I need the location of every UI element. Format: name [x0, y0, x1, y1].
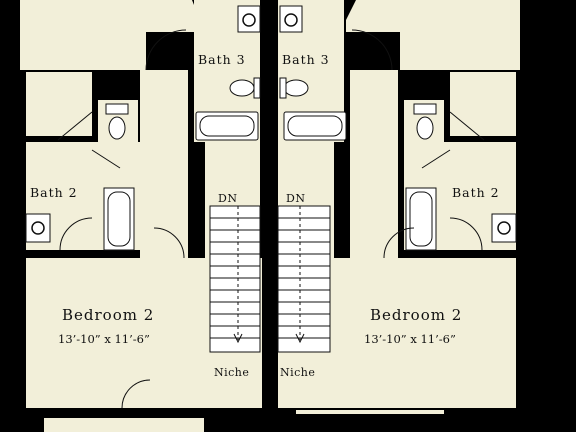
sink-bath2-right [491, 213, 517, 243]
niche-left-label: Niche [214, 366, 249, 379]
toilet-left-wc [105, 103, 129, 140]
party-wall [262, 0, 276, 432]
stair-left-label: DN [218, 192, 237, 205]
bath-2-left-label: Bath 2 [30, 185, 78, 200]
bath-3-right-label: Bath 3 [282, 52, 330, 67]
window-right [296, 410, 444, 414]
tub-bath2-right [405, 187, 437, 251]
niche-right-floor [278, 358, 332, 382]
hall-left-floor [140, 70, 188, 260]
door-swings [57, 29, 485, 409]
closet-left-floor [26, 72, 92, 136]
toilet-right-wc [413, 103, 437, 140]
stair-left [209, 205, 261, 353]
upper-closet-right [346, 0, 520, 70]
tubs-bath3 [195, 111, 347, 141]
bedroom-left-title: Bedroom 2 [62, 306, 154, 324]
bedroom-right-title: Bedroom 2 [370, 306, 462, 324]
toilets-bath3 [229, 77, 309, 99]
tub-bath2-left [103, 187, 135, 251]
sink-bath2-left [25, 213, 51, 243]
bedroom-right-dimensions: 13’-10” x 11’-6” [364, 332, 456, 346]
window-left [44, 418, 204, 432]
upper-closet-left [20, 0, 200, 70]
bedroom-left-dimensions: 13’-10” x 11’-6” [58, 332, 150, 346]
stair-right [277, 205, 331, 353]
sink-bath3-right [279, 5, 303, 33]
niche-right-label: Niche [280, 366, 315, 379]
stair-right-label: DN [286, 192, 305, 205]
sink-bath3-left [237, 5, 261, 33]
hall-right-floor [350, 70, 398, 260]
bath-3-left-label: Bath 3 [198, 52, 246, 67]
closet-right-floor [450, 72, 516, 136]
bath-2-right-label: Bath 2 [452, 185, 500, 200]
niche-left-floor [207, 358, 262, 382]
